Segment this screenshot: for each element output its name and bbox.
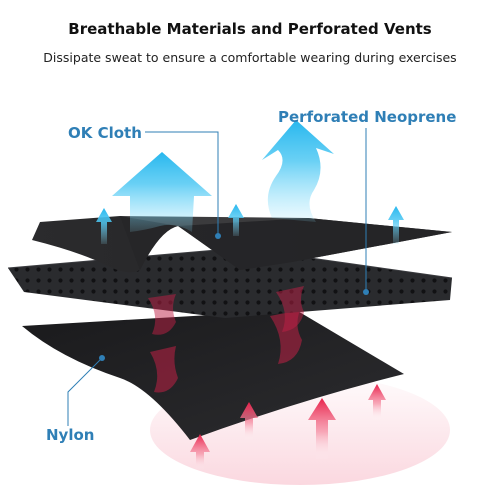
- warm-arrow-icon: [308, 398, 336, 460]
- cool-arrow-icon: [262, 120, 334, 222]
- ok-cloth-leader: [145, 131, 219, 236]
- infographic-subtitle: Dissipate sweat to ensure a comfortable …: [43, 50, 457, 65]
- ok-cloth-label: OK Cloth: [68, 124, 142, 142]
- neoprene-marker: [363, 289, 369, 295]
- warm-arrow-icon: [368, 384, 386, 420]
- cool-arrow-icon: [96, 208, 112, 244]
- cool-arrows: [96, 120, 404, 244]
- cool-arrow-icon: [228, 204, 244, 236]
- leader-lines: [67, 128, 367, 426]
- infographic-title: Breathable Materials and Perforated Vent…: [68, 20, 432, 38]
- nylon-label: Nylon: [46, 426, 95, 444]
- heat-stream: [148, 294, 176, 335]
- cool-arrow-icon: [112, 152, 212, 232]
- cool-arrow-icon: [388, 206, 404, 244]
- heat-stream: [276, 286, 304, 332]
- heat-stream: [150, 346, 178, 393]
- ok-cloth-fold: [120, 216, 452, 270]
- warm-arrow-icon: [240, 402, 258, 440]
- nylon-layer: [22, 310, 404, 440]
- ok-cloth-marker: [215, 233, 221, 239]
- perforated-neoprene-label: Perforated Neoprene: [278, 108, 457, 126]
- nylon-marker: [99, 355, 105, 361]
- warm-arrow-icon: [190, 434, 210, 470]
- nylon-leader: [67, 357, 103, 426]
- warm-arrows: [190, 384, 386, 470]
